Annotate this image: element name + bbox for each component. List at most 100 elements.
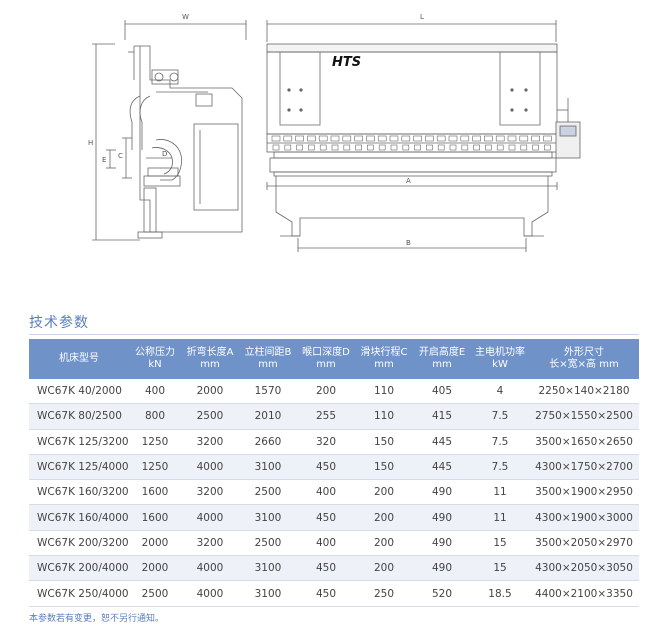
table-cell: 3500×2050×2970	[529, 530, 639, 557]
table-cell: 2500	[239, 530, 297, 557]
table-cell: 3100	[239, 454, 297, 481]
table-cell: 150	[355, 454, 413, 481]
table-cell: 1600	[129, 479, 181, 506]
table-cell: 4000	[181, 580, 239, 607]
table-cell: 450	[297, 580, 355, 607]
table-cell: 3100	[239, 504, 297, 531]
table-cell: 7.5	[471, 429, 529, 455]
table-cell: 200	[355, 504, 413, 531]
table-cell: 2500	[129, 580, 181, 607]
table-cell: 1250	[129, 454, 181, 481]
table-cell: 3500×1650×2650	[529, 429, 639, 455]
table-cell: 11	[471, 504, 529, 531]
table-cell: 2500	[181, 403, 239, 430]
dim-label-d: D	[162, 150, 167, 158]
table-cell: 490	[413, 479, 471, 506]
table-cell: 2250×140×2180	[529, 379, 639, 405]
svg-text:HTS: HTS	[332, 55, 361, 70]
table-cell: 2010	[239, 403, 297, 430]
table-cell: WC67K 125/3200	[29, 429, 129, 455]
table-cell: 2000	[181, 379, 239, 405]
table-cell: WC67K 160/3200	[29, 479, 129, 506]
table-cell: WC67K 200/4000	[29, 555, 129, 582]
table-cell: 3100	[239, 555, 297, 582]
table-cell: 3200	[181, 530, 239, 557]
table-cell: 15	[471, 530, 529, 557]
table-cell: 1600	[129, 504, 181, 531]
table-cell: WC67K 125/4000	[29, 454, 129, 481]
dim-label-b: B	[406, 239, 411, 247]
table-cell: 110	[355, 403, 413, 430]
table-cell: 200	[355, 479, 413, 506]
table-cell: 400	[297, 530, 355, 557]
table-cell: 2660	[239, 429, 297, 455]
dim-label-a: A	[406, 177, 411, 185]
table-cell: 255	[297, 403, 355, 430]
table-cell: 520	[413, 580, 471, 607]
header-model: 机床型号	[29, 339, 129, 379]
dim-label-e: E	[102, 156, 106, 164]
table-cell: 3200	[181, 429, 239, 455]
table-cell: 18.5	[471, 580, 529, 607]
table-cell: WC67K 200/3200	[29, 530, 129, 557]
table-cell: 4400×2100×3350	[529, 580, 639, 607]
table-cell: 2000	[129, 530, 181, 557]
table-cell: 450	[297, 454, 355, 481]
table-cell: 445	[413, 454, 471, 481]
table-cell: 445	[413, 429, 471, 455]
table-cell: 490	[413, 555, 471, 582]
table-cell: WC67K 250/4000	[29, 580, 129, 607]
table-cell: 3500×1900×2950	[529, 479, 639, 506]
table-cell: 15	[471, 555, 529, 582]
table-cell: 7.5	[471, 403, 529, 430]
table-cell: 4300×1900×3000	[529, 504, 639, 531]
table-cell: 490	[413, 504, 471, 531]
table-cell: 1570	[239, 379, 297, 405]
dim-label-h: H	[88, 139, 93, 147]
machine-drawing: HTS W L H A B C D E	[88, 13, 581, 252]
table-cell: 2500	[239, 479, 297, 506]
table-cell: 800	[129, 403, 181, 430]
table-cell: 150	[355, 429, 413, 455]
dim-label-c: C	[118, 152, 123, 160]
table-cell: 11	[471, 479, 529, 506]
table-cell: 415	[413, 403, 471, 430]
table-cell: 490	[413, 530, 471, 557]
table-cell: 200	[355, 555, 413, 582]
table-cell: 4300×1750×2700	[529, 454, 639, 481]
table-cell: 3200	[181, 479, 239, 506]
table-cell: 4000	[181, 454, 239, 481]
table-cell: 3100	[239, 580, 297, 607]
table-cell: 450	[297, 504, 355, 531]
table-cell: 4000	[181, 555, 239, 582]
table-cell: 200	[297, 379, 355, 405]
dim-label-w: W	[182, 13, 189, 21]
dim-label-l: L	[420, 13, 424, 21]
table-cell: WC67K 160/4000	[29, 504, 129, 531]
section-title: 技术参数	[29, 315, 89, 331]
table-cell: 4300×2050×3050	[529, 555, 639, 582]
table-cell: 450	[297, 555, 355, 582]
title-divider	[29, 334, 639, 335]
header-dimensions: 外形尺寸长×宽×高 mm	[529, 339, 639, 379]
table-cell: 4	[471, 379, 529, 405]
table-cell: 200	[355, 530, 413, 557]
footnote: 本参数若有变更，恕不另行通知。	[29, 614, 165, 624]
table-cell: 2750×1550×2500	[529, 403, 639, 430]
table-cell: 2000	[129, 555, 181, 582]
